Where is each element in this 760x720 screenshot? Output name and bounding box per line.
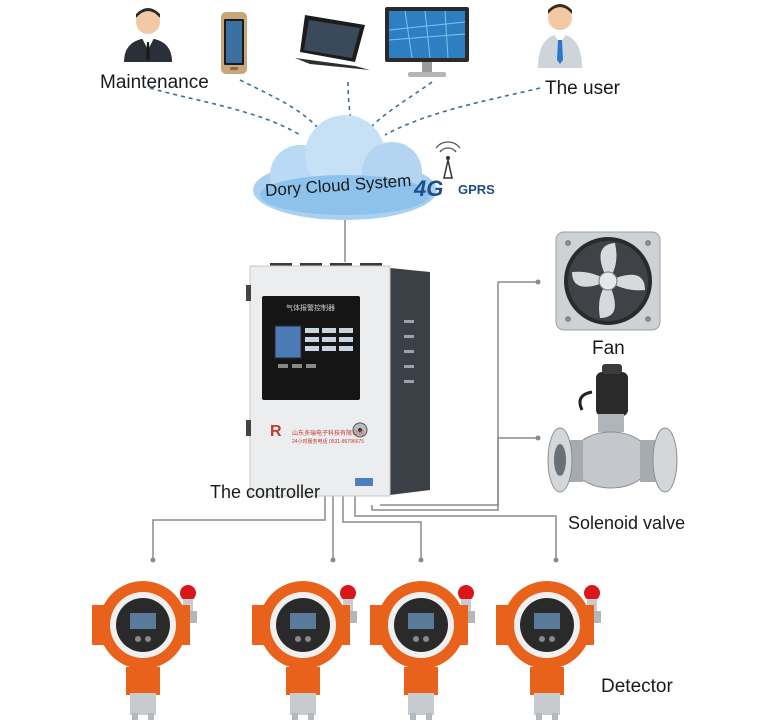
valve-link — [371, 437, 538, 511]
user-label: The user — [545, 78, 620, 99]
smartphone-icon — [221, 12, 247, 74]
detector-link-4 — [354, 495, 557, 560]
controller-label: The controller — [210, 482, 321, 502]
detector-1-icon — [92, 581, 197, 720]
controller-panel-title: 气体报警控制器 — [286, 305, 335, 312]
controller-brand-mark: R — [270, 423, 282, 440]
detector-label: Detector — [601, 676, 673, 697]
dashed-link-phone — [239, 79, 319, 129]
detector-3-icon — [370, 581, 475, 720]
valve-link-dot — [535, 435, 541, 441]
antenna-tower-icon — [435, 141, 461, 179]
network-gprs-badge: GPRS — [458, 182, 495, 197]
network-4g-badge: 4G — [414, 176, 444, 201]
detector-link-3 — [342, 495, 422, 560]
user-person-icon — [538, 4, 582, 68]
controller-service-line: 24小时服务电话 0531-86796675 — [292, 439, 364, 445]
detector-4-icon — [496, 581, 601, 720]
detector-link-1 — [152, 495, 326, 560]
desktop-monitor-icon — [385, 7, 469, 77]
maintenance-label: Maintenance — [100, 72, 209, 93]
cloud-icon — [253, 115, 437, 220]
fan-label: Fan — [592, 338, 625, 359]
fan-link-dot — [535, 279, 541, 285]
maintenance-person-icon — [124, 8, 172, 62]
solenoid-valve-icon — [547, 364, 678, 493]
fan-icon — [555, 231, 661, 331]
controller-company-name: 山东多瑞电子科技有限公司 — [292, 431, 365, 437]
valve-label: Solenoid valve — [568, 513, 686, 533]
dashed-link-monitor — [367, 81, 433, 131]
laptop-icon — [295, 15, 370, 70]
fan-link — [380, 281, 538, 506]
detector-2-icon — [252, 581, 357, 720]
